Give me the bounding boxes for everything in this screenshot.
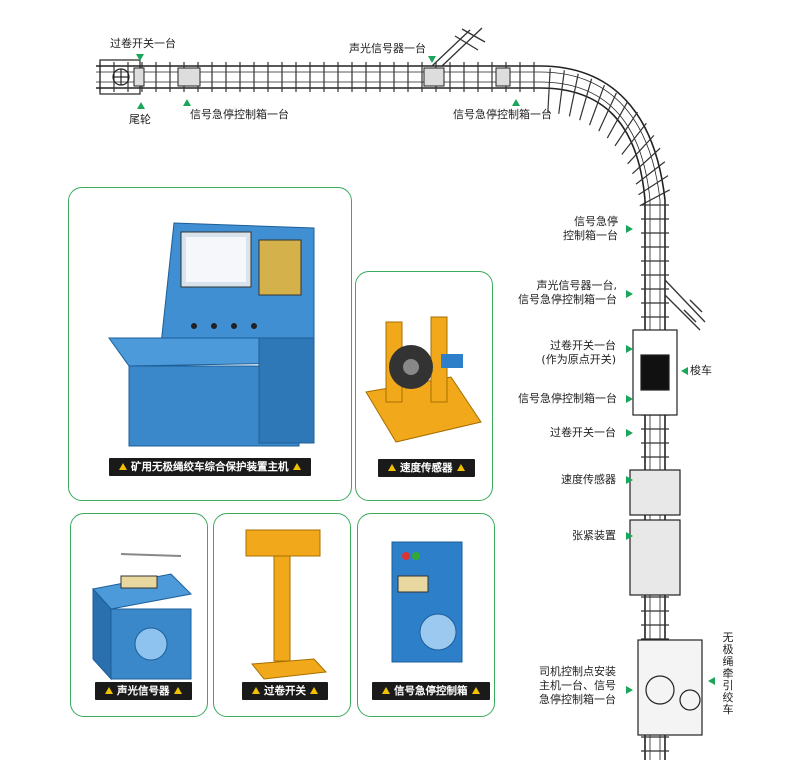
arrow-icon bbox=[626, 395, 633, 403]
sound-light-top bbox=[423, 67, 445, 87]
label-right-tensioner: 张紧装置 bbox=[572, 529, 616, 542]
label-right-overwind-switch: 过卷开关一台 bbox=[550, 426, 616, 439]
overwind-switch-image bbox=[245, 529, 328, 680]
winch-unit bbox=[637, 639, 703, 736]
arrow-icon bbox=[136, 54, 144, 61]
panel-sound-light: 声光信号器 bbox=[70, 513, 208, 717]
label-right-driver-point-a: 司机控制点安装 bbox=[539, 665, 616, 678]
arrow-icon bbox=[681, 367, 688, 375]
caption-host: 矿用无极绳绞车综合保护装置主机 bbox=[109, 458, 311, 476]
caption-triangle-icon bbox=[173, 687, 182, 694]
arrow-icon bbox=[626, 290, 633, 298]
caption-triangle-icon bbox=[105, 687, 113, 694]
arrow-icon bbox=[183, 99, 191, 106]
overwind-switch-top bbox=[133, 67, 145, 87]
branch-track-right bbox=[664, 279, 706, 331]
arrow-icon bbox=[626, 225, 633, 233]
track-tie bbox=[598, 92, 617, 132]
label-top-sound-light: 声光信号器一台 bbox=[349, 42, 426, 55]
estop-box-image bbox=[391, 541, 463, 663]
caption-triangle-icon bbox=[119, 463, 127, 470]
speed-sensor-unit bbox=[629, 469, 681, 516]
sound-light-image bbox=[92, 553, 193, 681]
speed-sensor-image bbox=[365, 316, 482, 443]
caption-triangle-icon bbox=[382, 687, 390, 694]
tensioner-unit bbox=[629, 519, 681, 596]
caption-triangle-icon bbox=[292, 463, 301, 470]
branch-track-top bbox=[431, 27, 486, 67]
caption-speed-sensor: 速度传感器 bbox=[378, 459, 475, 477]
label-right-estop-box-b: 控制箱一台 bbox=[563, 229, 618, 242]
arrow-icon bbox=[137, 102, 145, 109]
arrow-icon bbox=[626, 532, 633, 540]
top-straight-track bbox=[96, 65, 540, 89]
tail-wheel bbox=[99, 59, 141, 95]
track-tie bbox=[638, 175, 669, 196]
label-right-estop-box-a: 信号急停 bbox=[574, 215, 618, 228]
caption-triangle-icon bbox=[456, 464, 465, 471]
caption-triangle-icon bbox=[310, 687, 318, 694]
label-tail-wheel: 尾轮 bbox=[129, 113, 151, 126]
track-tie bbox=[558, 70, 565, 114]
arrow-icon bbox=[626, 476, 633, 484]
curved-track bbox=[539, 65, 666, 201]
track-tie bbox=[547, 68, 551, 113]
caption-overwind-switch: 过卷开关 bbox=[242, 682, 328, 700]
track-tie bbox=[606, 101, 629, 139]
label-right-driver-point-b: 主机一台、信号 bbox=[539, 679, 616, 692]
track-tie bbox=[588, 84, 605, 126]
arrow-icon bbox=[512, 99, 520, 106]
arrow-icon bbox=[626, 345, 633, 353]
caption-sound-light: 声光信号器 bbox=[95, 682, 192, 700]
track-tie bbox=[631, 147, 661, 175]
caption-triangle-icon bbox=[252, 687, 260, 694]
label-right-sound-estop-a: 声光信号器一台, bbox=[536, 279, 618, 292]
track-tie bbox=[579, 78, 593, 121]
arrow-icon bbox=[626, 429, 633, 437]
estop-box-top-1 bbox=[177, 67, 201, 87]
arrow-icon bbox=[626, 686, 633, 694]
panel-speed-sensor: 速度传感器 bbox=[355, 271, 493, 501]
caption-triangle-icon bbox=[471, 687, 480, 694]
label-right-shuttle-car: 梭车 bbox=[690, 364, 712, 377]
panel-estop-box: 信号急停控制箱 bbox=[357, 513, 495, 717]
track-tie bbox=[614, 111, 639, 147]
label-top-overwind-switch: 过卷开关一台 bbox=[110, 37, 176, 50]
track-tie bbox=[635, 161, 666, 185]
label-top-estop-box-2: 信号急停控制箱一台 bbox=[453, 108, 552, 121]
track-tie bbox=[621, 122, 647, 155]
host-device-image bbox=[108, 222, 315, 447]
label-right-sound-estop-b: 信号急停控制箱一台 bbox=[518, 293, 617, 306]
label-right-speed-sensor: 速度传感器 bbox=[561, 473, 616, 486]
estop-box-top-2 bbox=[495, 67, 511, 87]
track-tie bbox=[627, 134, 655, 165]
track-tie bbox=[568, 73, 579, 117]
panel-overwind-switch: 过卷开关 bbox=[213, 513, 351, 717]
label-right-overwind-origin-a: 过卷开关一台 bbox=[550, 339, 616, 352]
arrow-icon bbox=[428, 56, 436, 63]
label-right-winch-vertical: 无极绳牵引绞车 bbox=[722, 631, 734, 716]
panel-host: 矿用无极绳绞车综合保护装置主机 bbox=[68, 187, 352, 501]
caption-triangle-icon bbox=[388, 464, 396, 471]
label-right-driver-point-c: 急停控制箱一台 bbox=[539, 693, 616, 706]
label-right-overwind-origin-b: (作为原点开关) bbox=[541, 353, 616, 366]
label-top-estop-box-1: 信号急停控制箱一台 bbox=[190, 108, 289, 121]
arrow-icon bbox=[708, 677, 715, 685]
label-right-estop-box-c: 信号急停控制箱一台 bbox=[518, 392, 617, 405]
caption-estop-box: 信号急停控制箱 bbox=[372, 682, 490, 700]
